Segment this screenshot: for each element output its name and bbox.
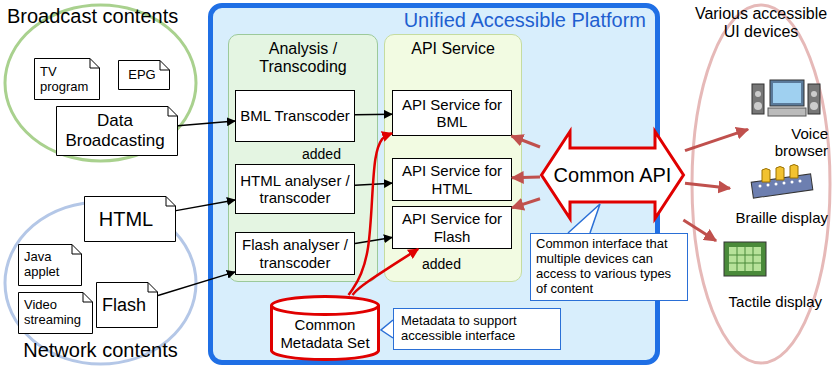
- callout-box: Metadata to support accessible interface: [393, 308, 561, 350]
- node-text: Voice browser: [750, 125, 828, 160]
- document-shape: TV program: [34, 58, 100, 100]
- group-ellipse: Various accessible UI devicesVoice brows…: [690, 3, 832, 365]
- group-ellipse: Network contents HTML Java appletVideo str…: [3, 200, 198, 366]
- node-text: Flash analyser / transcoder: [239, 236, 351, 271]
- double-arrow: Common API: [540, 130, 685, 220]
- process-box: BML Transcoder: [235, 90, 355, 142]
- process-box: API Service for HTML: [392, 158, 512, 201]
- device-item: Braille display: [730, 160, 830, 228]
- node-text: Common interface that multiple devices c…: [536, 237, 683, 297]
- device-item: Tactile display: [716, 238, 824, 312]
- group-ellipse: Broadcast contents TV program EPG Data Broa…: [3, 3, 198, 163]
- document-shape: HTML: [84, 196, 176, 242]
- node-text: Metadata to support accessible interface: [401, 314, 555, 344]
- database-cylinder: Common Metadata Set: [270, 295, 380, 361]
- node-text: Network contents: [7, 339, 194, 362]
- device-icon: [720, 240, 770, 280]
- device-icon: [750, 74, 824, 120]
- node-text: BML Transcoder: [239, 107, 351, 124]
- node-text: Flash: [100, 295, 148, 316]
- node-text: Broadcast contents: [7, 5, 194, 28]
- node-text: HTML analyser / transcoder: [239, 172, 351, 207]
- node-text: Video streaming: [24, 298, 83, 328]
- node-text: Braille display: [732, 209, 828, 226]
- device-icon: [744, 168, 816, 198]
- node-text: Tactile display: [718, 293, 822, 310]
- node-text: API Service for BML: [396, 96, 508, 131]
- node-text: HTML: [88, 208, 164, 231]
- edge-label: added: [300, 146, 343, 162]
- node-text: Java applet: [24, 250, 72, 280]
- node-text: Common Metadata Set: [274, 316, 376, 351]
- callout-box: Common interface that multiple devices c…: [530, 233, 688, 301]
- process-box: API Service for Flash: [392, 206, 512, 249]
- node-text: API Service for Flash: [396, 210, 508, 245]
- node-text: API Service: [388, 40, 518, 58]
- node-text: Various accessible UI devices: [692, 5, 830, 42]
- stage-panel: API ServiceAPI Service for BML API Servic…: [384, 34, 522, 282]
- process-box: HTML analyser / transcoder: [235, 164, 355, 214]
- process-box: API Service for BML: [392, 90, 512, 136]
- node-text: EPG: [122, 68, 162, 83]
- node-text: Unified Accessible Platform: [216, 9, 646, 32]
- node-outline: [384, 34, 522, 282]
- node-text: Common API: [540, 164, 685, 187]
- document-shape: Data Broadcasting: [56, 106, 178, 156]
- document-shape: Java applet: [18, 244, 82, 286]
- document-shape: EPG: [118, 60, 170, 90]
- node-text: Data Broadcasting: [62, 111, 168, 150]
- process-box: Flash analyser / transcoder: [235, 232, 355, 275]
- node-text: TV program: [40, 65, 90, 95]
- document-shape: Video streaming: [18, 292, 93, 334]
- document-shape: Flash: [96, 282, 158, 328]
- edge-label: added: [420, 256, 463, 272]
- node-text: Analysis / Transcoding: [232, 40, 374, 77]
- device-item: Voice browser: [748, 70, 830, 161]
- node-text: API Service for HTML: [396, 162, 508, 197]
